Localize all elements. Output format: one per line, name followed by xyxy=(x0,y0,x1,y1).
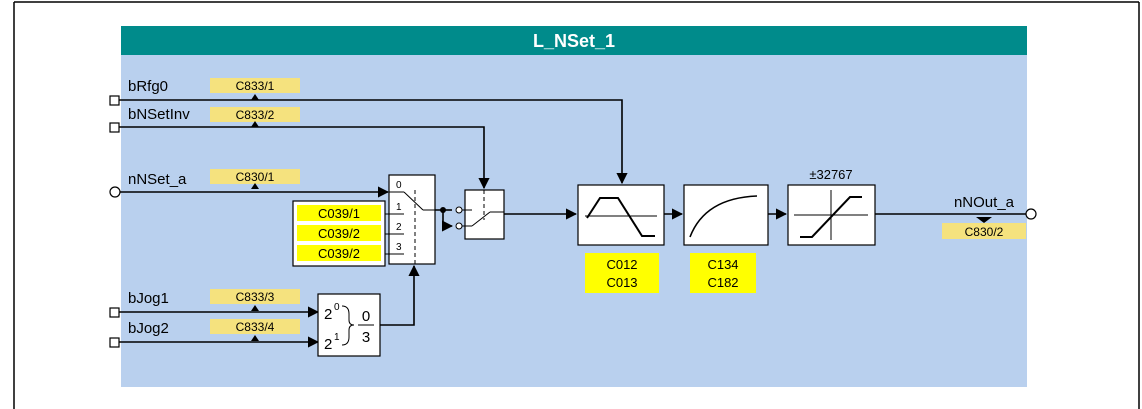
param-code-bjog2: C833/4 xyxy=(236,320,275,334)
selector-port-3: 3 xyxy=(396,242,402,253)
ramp-codes-box xyxy=(585,253,659,293)
input-label-nnset-a: nNSet_a xyxy=(128,171,187,188)
jog-code-box-1 xyxy=(297,205,381,221)
ramp-icon xyxy=(586,197,655,237)
wire-brfg0 xyxy=(119,99,628,185)
param-tap-nnset-a xyxy=(251,183,259,189)
jog-code-panel: C039/1 C039/2 C039/2 xyxy=(292,200,389,267)
selector-switch-arm xyxy=(403,191,424,211)
param-code-bnsetinv: C833/2 xyxy=(236,108,275,122)
param-box-bjog1 xyxy=(210,289,300,304)
s-curve-code-1: C134 xyxy=(707,257,738,272)
inverter-in-neg-node xyxy=(455,222,463,230)
input-label-bjog1: bJog1 xyxy=(128,290,169,307)
param-box-brfg0 xyxy=(210,78,300,93)
decoder-bit1-exp: 1 xyxy=(334,332,340,343)
jog-code-box-2 xyxy=(297,225,381,241)
selector-port-2: 2 xyxy=(396,222,402,233)
s-curve-box xyxy=(683,184,769,246)
decoder-bit1-base: 2 xyxy=(324,336,332,353)
selector-box xyxy=(388,174,436,265)
decoder-bit0-exp: 0 xyxy=(334,302,340,313)
s-curve-code-2: C182 xyxy=(707,275,738,290)
ramp-generator xyxy=(577,184,665,246)
param-code-brfg0: C833/1 xyxy=(236,79,275,93)
param-code-nnout-a: C830/2 xyxy=(965,225,1004,239)
input-terminal-bnsetinv[interactable] xyxy=(109,122,120,133)
param-tap-bjog1 xyxy=(251,305,259,311)
block-body xyxy=(121,55,1027,387)
s-curve-icon xyxy=(689,195,758,238)
limiter-icon xyxy=(800,196,862,238)
input-terminal-bjog2[interactable] xyxy=(109,337,120,348)
inverter-in-pos-node xyxy=(455,206,463,214)
param-tap-brfg0 xyxy=(251,94,259,100)
selector-port-1: 1 xyxy=(396,202,402,213)
param-box-nnout-a xyxy=(942,223,1026,239)
param-code-bjog1: C833/3 xyxy=(236,290,275,304)
input-label-bjog2: bJog2 xyxy=(128,320,169,337)
jog-code-1: C039/1 xyxy=(318,206,360,221)
decoder-bit0-base: 2 xyxy=(324,306,332,323)
inverter-switch-arm xyxy=(471,211,491,227)
wire-bnsetinv xyxy=(119,126,490,190)
limiter-label: ±32767 xyxy=(809,167,852,182)
s-curve-block xyxy=(683,184,769,246)
setpoint-selector: 0 1 2 3 xyxy=(388,174,436,265)
output-label-nnout-a: nNOut_a xyxy=(954,194,1015,211)
binary-decoder: 2 0 2 1 0 3 xyxy=(317,293,381,357)
jog-code-3: C039/2 xyxy=(318,246,360,261)
param-code-nnset-a: C830/1 xyxy=(236,170,275,184)
ramp-code-2: C013 xyxy=(606,275,637,290)
selector-port-0: 0 xyxy=(396,180,402,191)
param-box-nnset-a xyxy=(210,169,300,184)
output-terminal-nnout-a[interactable] xyxy=(1025,208,1037,220)
wire-decoder-to-selector xyxy=(380,264,420,326)
decoder-brace xyxy=(341,305,355,346)
limiter-block xyxy=(787,184,876,246)
param-tap-bjog2 xyxy=(251,335,259,341)
decoder-out-bottom: 3 xyxy=(362,329,370,346)
input-label-bnsetinv: bNSetInv xyxy=(128,106,190,123)
sign-inverter xyxy=(455,189,505,240)
input-label-brfg0: bRfg0 xyxy=(128,78,168,95)
decoder-out-top: 0 xyxy=(362,308,370,325)
param-tap-nnout-a xyxy=(976,217,992,223)
ramp-code-1: C012 xyxy=(606,257,637,272)
jog-code-box-3 xyxy=(297,245,381,261)
input-terminal-bjog1[interactable] xyxy=(109,307,120,318)
param-box-bnsetinv xyxy=(210,107,300,122)
wire-selector-to-invert-b xyxy=(435,209,454,232)
input-terminal-nnset-a[interactable] xyxy=(109,186,121,198)
block-title: L_NSet_1 xyxy=(533,31,615,51)
input-terminal-brfg0[interactable] xyxy=(109,95,120,106)
jog-code-2: C039/2 xyxy=(318,226,360,241)
block-header xyxy=(121,26,1027,55)
param-tap-bnsetinv xyxy=(251,121,259,127)
branch-dot xyxy=(440,207,446,213)
s-curve-codes-box xyxy=(690,253,756,293)
param-box-bjog2 xyxy=(210,319,300,334)
